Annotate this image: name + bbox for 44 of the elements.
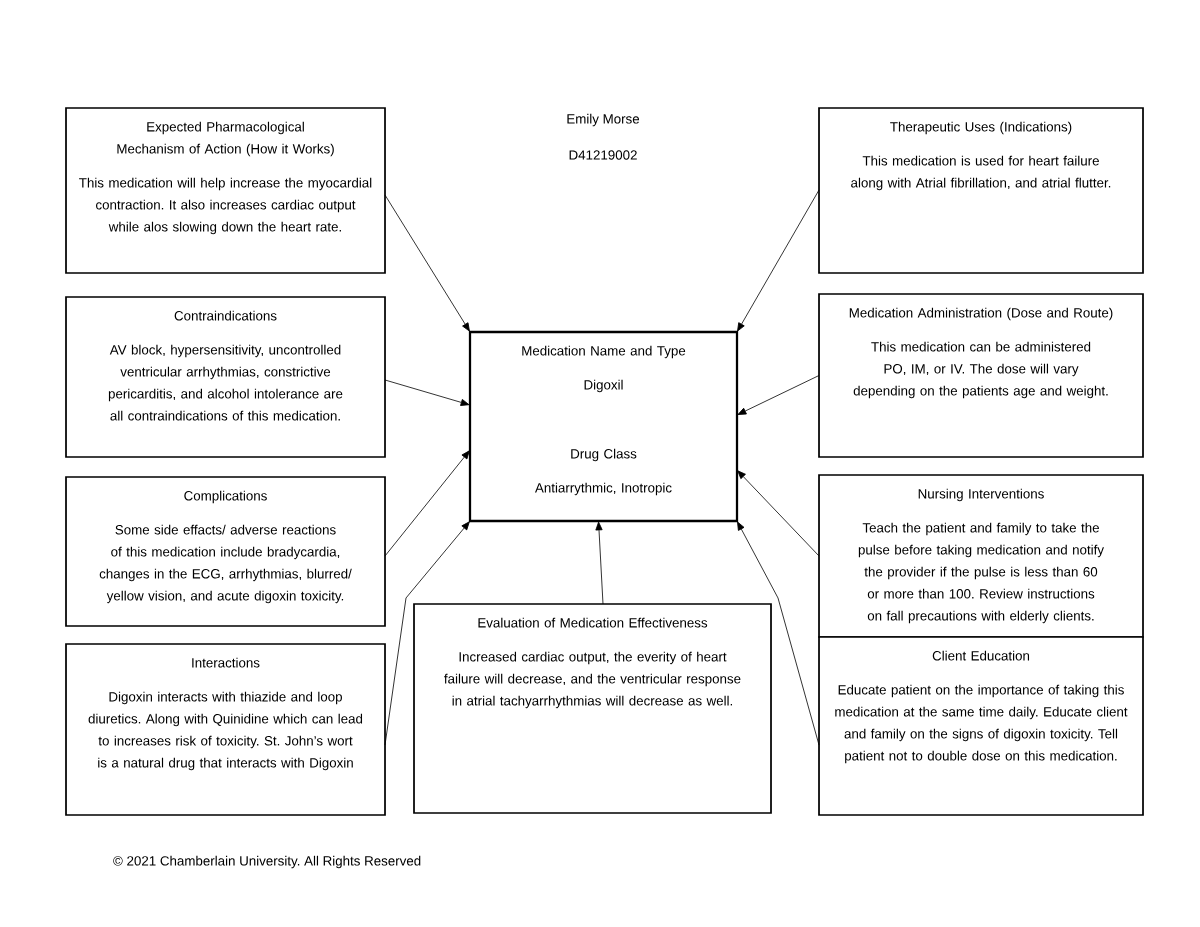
concept-box <box>413 603 772 814</box>
concept-box <box>65 107 386 274</box>
arrow <box>384 521 470 746</box>
box-text: Educate patient on the importance of taking this medication at the same time daily. Educate client and family on the signs of digoxin toxicity. Tell patient not to double dose on this medication. <box>835 684 1128 764</box>
arrow <box>737 189 820 332</box>
box-text: This medication will help increase the myocardial contraction. It also increases cardiac output while alos slowing down the heart rate. <box>79 177 372 235</box>
box-heading: Therapeutic Uses (Indications) <box>890 121 1072 135</box>
arrow <box>384 450 470 557</box>
arrow <box>384 194 470 332</box>
arrow <box>737 521 820 746</box>
box-text: Digoxil <box>584 379 623 393</box>
box-heading: Interactions <box>192 657 260 668</box>
box-text: This medication is used for heart failure along with Atrial fibrillation, and atrial flutter. <box>851 155 1111 191</box>
box-heading: Medication Administration (Dose and Route) <box>849 307 1113 321</box>
concept-box <box>65 476 386 627</box>
copyright-notice: © 2021 Chamberlain University. All Rights Reserved <box>113 855 421 869</box>
box-text: Digoxin interacts with thiazide and loop diuretics. Along with Quinidine which can lead to increases risk of toxicity. St. John’s wort is a natural drug that interacts with Digoxin <box>88 691 363 771</box>
box-text: Antiarrythmic, Inotropic <box>535 482 672 496</box>
box-text: Some side effacts/ adverse reactions of this medication include bradycardia, changes in the ECG, arrhythmias, blurred/ yellow vision, and acute digoxin toxicity. <box>99 524 352 604</box>
concept-box <box>818 293 1144 458</box>
box-heading: Expected Pharmacological Mechanism of Action (How it Works) <box>117 121 334 157</box>
box-text: This medication can be administered PO, IM, or IV. The dose will vary depending on the patients age and weight. <box>853 341 1108 399</box>
box-text: Increased cardiac output, the everity of heart failure will decrease, and the ventricular response in atrial tachyarrhythmias will decrease as well. <box>444 651 741 709</box>
box-heading: Medication Name and Type <box>522 345 686 359</box>
arrow <box>595 521 604 605</box>
box-heading: Contraindications <box>174 310 277 321</box>
concept-box <box>818 107 1144 274</box>
box-heading: Client Education <box>932 650 1030 661</box>
arrow <box>384 379 470 406</box>
arrow <box>737 470 820 557</box>
box-text: Teach the patient and family to take the pulse before taking medication and notify the provider if the pulse is less than 60 or more than 100. Review instructions on fall precautions with elderly clients. <box>858 522 1104 624</box>
box-text: AV block, hypersensitivity, uncontrolled ventricular arrhythmias, constrictive pericarditis, and alcohol intolerance are all contraindications of this medication. <box>108 344 343 421</box>
concept-box <box>818 474 1144 638</box>
box-heading: Complications <box>184 490 267 504</box>
concept-box <box>818 636 1144 816</box>
box-heading: Drug Class <box>571 448 637 462</box>
arrow <box>737 375 820 415</box>
id-number: D41219002 <box>569 150 637 160</box>
concept-box <box>65 643 386 816</box>
concept-box <box>65 296 386 458</box>
central-box <box>468 330 739 523</box>
box-heading: Nursing Interventions <box>918 488 1044 502</box>
author-name: Emily Morse <box>567 113 640 127</box>
box-heading: Evaluation of Medication Effectiveness <box>478 617 708 628</box>
